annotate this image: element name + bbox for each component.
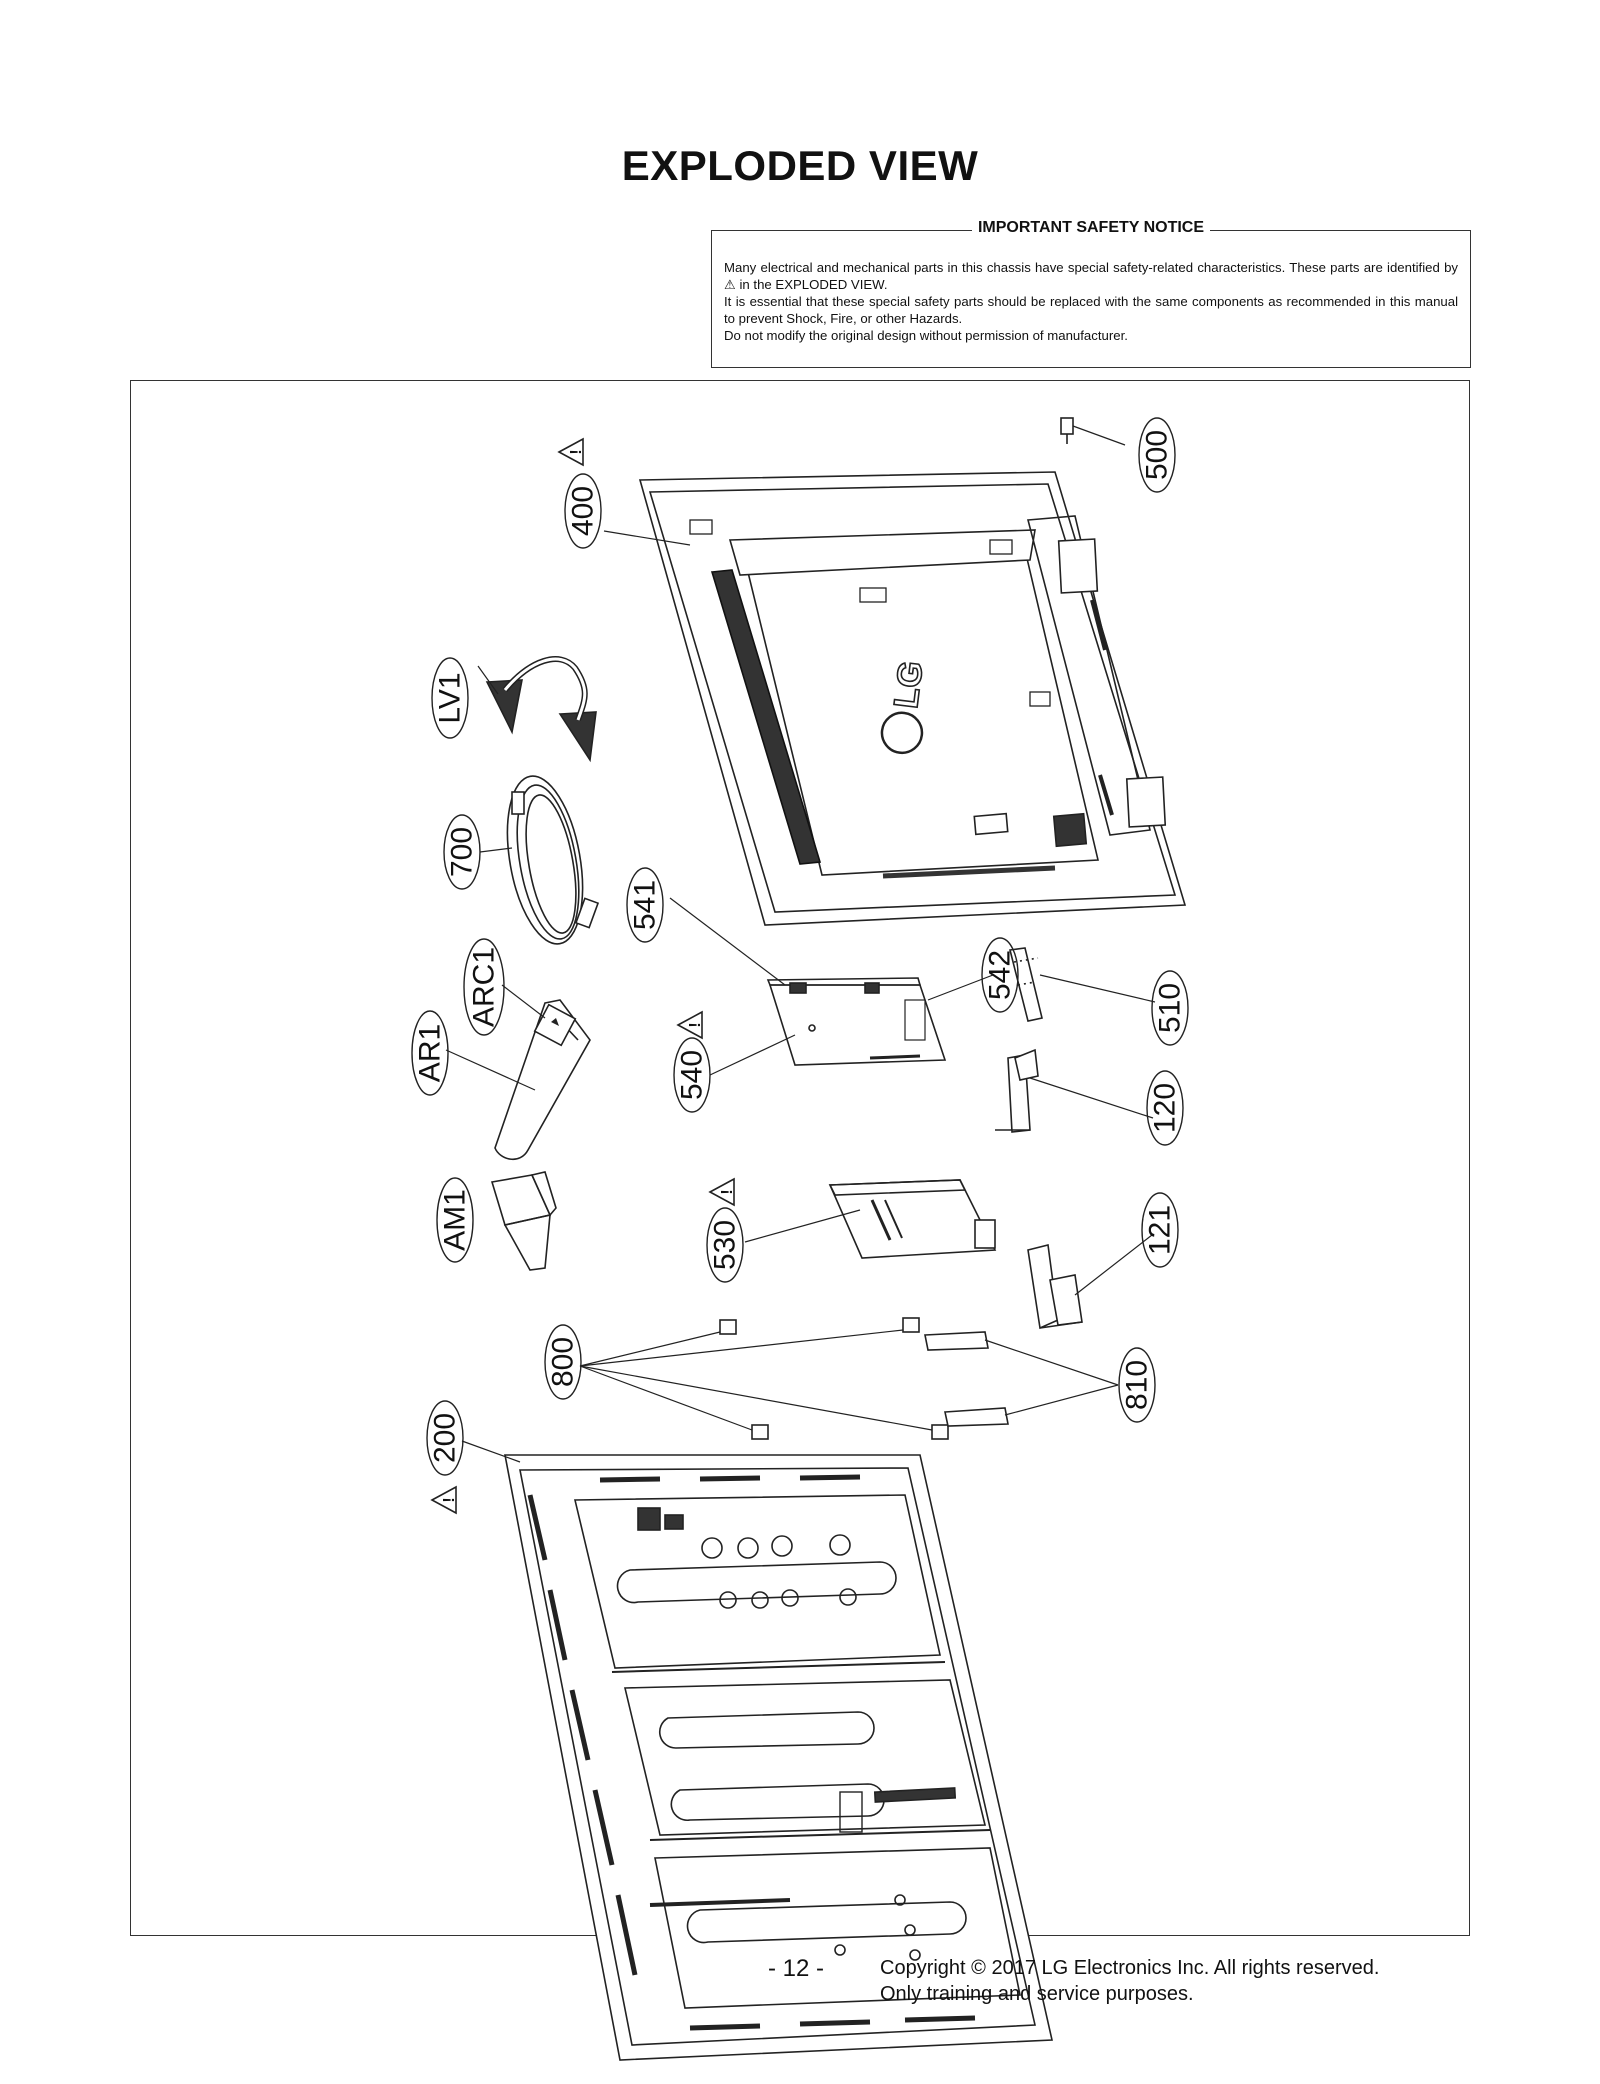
svg-text:800: 800 (547, 1337, 580, 1387)
safety-notice-heading: IMPORTANT SAFETY NOTICE (712, 219, 1470, 237)
svg-text:400: 400 (567, 486, 600, 536)
stand-screw-part (1060, 417, 1126, 446)
part-label-810: 810 (1118, 1347, 1156, 1423)
part-label-ar1: AR1 (411, 1010, 449, 1096)
part-label-am1: AM1 (436, 1177, 474, 1263)
safety-marks: ! ! ! ! (430, 437, 736, 1515)
warning-triangle-icon: ! (708, 1177, 736, 1207)
svg-text:LV1: LV1 (434, 672, 467, 723)
back-cover-part: LG (638, 471, 1187, 926)
remote-control-part (494, 999, 591, 1160)
power-supply-board-part (828, 1179, 997, 1259)
svg-text:542: 542 (984, 950, 1017, 1000)
bracket-120-part (995, 1048, 1039, 1133)
svg-text:AR1: AR1 (414, 1024, 447, 1082)
safety-notice-box: IMPORTANT SAFETY NOTICE Many electrical … (711, 219, 1471, 368)
part-label-200: 200 (426, 1400, 464, 1476)
page-title: EXPLODED VIEW (621, 142, 979, 189)
part-label-800: 800 (544, 1324, 582, 1400)
part-label-540: 540 (673, 1037, 711, 1113)
svg-text:541: 541 (629, 880, 662, 930)
bracket-121-part (1027, 1244, 1083, 1330)
safety-notice-line1: Many electrical and mechanical parts in … (724, 260, 1458, 292)
part-label-121: 121 (1141, 1192, 1179, 1268)
copyright-line-1: Copyright © 2017 LG Electronics Inc. All… (880, 1957, 1380, 1979)
copyright-notice: Copyright © 2017 LG Electronics Inc. All… (880, 1955, 1379, 2007)
rear-chassis-frame-part (504, 1454, 1053, 2061)
wall-mount-bracket-part (490, 1171, 557, 1271)
svg-text:121: 121 (1144, 1205, 1177, 1255)
part-label-541: 541 (626, 867, 664, 943)
safety-notice-line2: It is essential that these special safet… (724, 294, 1458, 326)
lg-logo: LG (887, 659, 930, 710)
main-board-part (766, 977, 947, 1066)
part-label-lv1: LV1 (431, 657, 469, 739)
part-label-400: 400 (564, 473, 602, 549)
part-label-arc1: ARC1 (463, 938, 505, 1036)
svg-text:540: 540 (676, 1050, 709, 1100)
part-label-510: 510 (1151, 970, 1189, 1046)
page-number: - 12 - (768, 1955, 825, 1982)
svg-text:500: 500 (1141, 430, 1174, 480)
svg-text:120: 120 (1149, 1083, 1182, 1133)
svg-text:700: 700 (446, 827, 479, 877)
lvds-cable-part (485, 656, 597, 763)
warning-triangle-icon: ! (430, 1485, 458, 1515)
svg-text:AM1: AM1 (439, 1189, 472, 1251)
part-label-500: 500 (1138, 417, 1176, 493)
part-label-542: 542 (981, 937, 1019, 1013)
svg-text:!: ! (568, 449, 585, 454)
safety-notice-text: Many electrical and mechanical parts in … (724, 259, 1458, 344)
svg-text:200: 200 (429, 1413, 462, 1463)
svg-text:530: 530 (709, 1220, 742, 1270)
mount-brackets-part (719, 1317, 1009, 1440)
svg-text:!: ! (441, 1497, 458, 1502)
part-label-120: 120 (1146, 1070, 1184, 1146)
svg-text:ARC1: ARC1 (468, 947, 501, 1027)
leader-lines (445, 530, 1156, 1463)
warning-triangle-icon: ! (676, 1010, 704, 1040)
copyright-line-2: Only training and service purposes. (880, 1983, 1194, 2005)
warning-triangle-icon: ! (557, 437, 585, 467)
svg-text:510: 510 (1154, 983, 1187, 1033)
part-label-530: 530 (706, 1207, 744, 1283)
power-cord-part (506, 775, 600, 945)
svg-text:!: ! (719, 1189, 736, 1194)
part-labels: 500 400 LV1 700 541 542 510 ARC1 (411, 417, 1189, 1476)
svg-text:!: ! (687, 1022, 704, 1027)
safety-notice-line3: Do not modify the original design withou… (724, 328, 1128, 343)
svg-text:810: 810 (1121, 1360, 1154, 1410)
part-label-700: 700 (443, 814, 481, 890)
